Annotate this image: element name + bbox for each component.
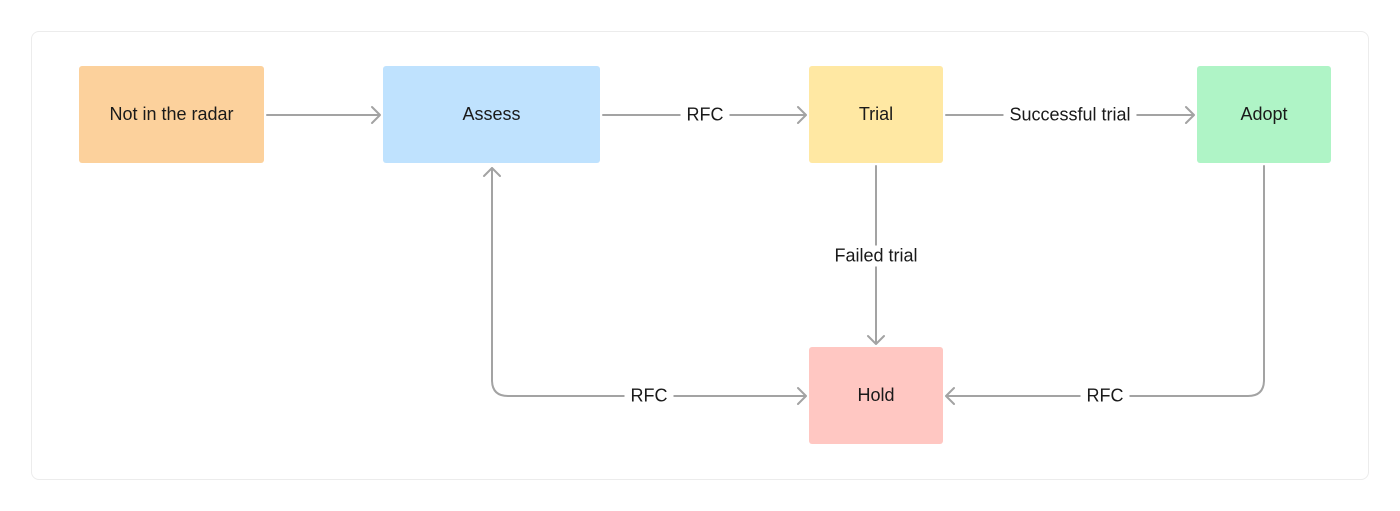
node-adopt: Adopt — [1197, 66, 1331, 163]
edge-label-assess-to-trial: RFC — [680, 104, 730, 126]
node-assess: Assess — [383, 66, 600, 163]
node-label: Adopt — [1240, 104, 1288, 124]
node-label: Assess — [462, 104, 521, 124]
arrow-adopt-to-hold — [945, 165, 1265, 405]
edge-label-trial-to-adopt: Successful trial — [1003, 104, 1137, 126]
edge-label-adopt-to-hold: RFC — [1080, 385, 1130, 407]
arrow-assess-loop-to-hold — [491, 167, 807, 405]
arrow-hold-to-assess-head — [483, 167, 501, 177]
node-label: Trial — [858, 104, 894, 124]
node-trial: Trial — [809, 66, 943, 163]
node-not-in-the-radar: Not in the radar — [79, 66, 264, 163]
node-hold: Hold — [809, 347, 943, 444]
node-label: Hold — [857, 385, 895, 405]
arrow-not-in-radar-to-assess — [266, 106, 381, 124]
edge-label-hold-to-assess: RFC — [624, 385, 674, 407]
node-label: Not in the radar — [109, 104, 234, 124]
edge-label-trial-to-hold: Failed trial — [828, 245, 924, 267]
